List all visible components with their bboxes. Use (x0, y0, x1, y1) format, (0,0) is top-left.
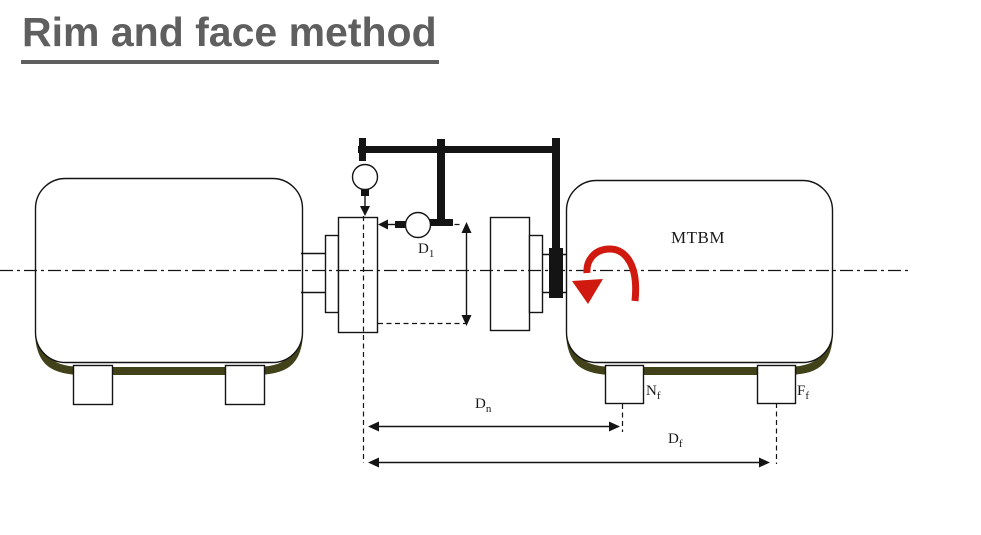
label-dn-base: D (475, 396, 486, 412)
stationary-machine (34, 177, 304, 406)
df-dimension (368, 403, 778, 468)
down-arrowhead (360, 206, 370, 216)
machine-base-shadow (566, 330, 833, 375)
label-df: Df (668, 431, 683, 450)
label-d1-sub: 1 (428, 248, 435, 260)
left-arrowhead (368, 421, 379, 432)
d1-dimension (378, 222, 472, 326)
label-df-base: D (668, 431, 679, 447)
dial-stem (395, 221, 406, 228)
page-title: Rim and face method (21, 12, 439, 64)
fixture-mid-post (437, 139, 445, 223)
rim-dial-indicator (378, 211, 432, 239)
label-nf-base: N (646, 383, 657, 399)
machine-base-shadow (35, 330, 303, 375)
up-arrowhead (461, 222, 472, 233)
rotation-arrow-icon (572, 245, 640, 304)
label-ff-base: F (797, 383, 806, 399)
label-d1: D1 (418, 241, 435, 260)
fixture-mid-foot (429, 219, 453, 226)
machine-foot (72, 364, 114, 406)
dial-stem (361, 189, 369, 196)
machine-foot-far (756, 364, 797, 405)
label-mtbm: MTBM (671, 228, 725, 247)
coupling-hub (489, 216, 531, 332)
machine-foot (224, 364, 266, 406)
fixture-right-post (552, 138, 560, 250)
mtbm-machine (565, 179, 834, 405)
label-dn-sub: n (485, 403, 492, 415)
dial-gauge-icon (404, 211, 432, 239)
shaft-flange (528, 234, 544, 314)
indicator-fixture (358, 138, 563, 298)
right-arrowhead (759, 457, 770, 468)
dn-dimension (368, 404, 624, 432)
left-coupling (301, 216, 379, 334)
right-coupling (489, 216, 566, 332)
fixture-bar (358, 146, 560, 153)
label-df-sub: f (678, 438, 683, 450)
page-title-text: Rim and face method (22, 9, 437, 55)
shaft-flange (324, 234, 340, 314)
dial-gauge-icon (351, 163, 379, 191)
rim-contact-block (549, 248, 563, 298)
face-dial-indicator (351, 163, 379, 216)
label-ff-sub: f (805, 390, 810, 402)
machine-foot-near (604, 364, 645, 405)
label-dn: Dn (475, 396, 492, 415)
label-ff: Ff (797, 383, 810, 402)
left-arrowhead (368, 457, 379, 468)
left-arrowhead (378, 219, 388, 230)
label-nf: Nf (646, 383, 661, 402)
machine-body (565, 179, 834, 364)
coupling-hub (337, 216, 379, 334)
rotation-arc (583, 245, 640, 302)
label-d1-base: D (418, 241, 429, 257)
fixture-left-cap (359, 138, 366, 161)
label-nf-sub: f (656, 390, 661, 402)
down-arrowhead (461, 315, 472, 326)
right-arrowhead (609, 421, 620, 432)
rotation-arrowhead (572, 279, 603, 304)
